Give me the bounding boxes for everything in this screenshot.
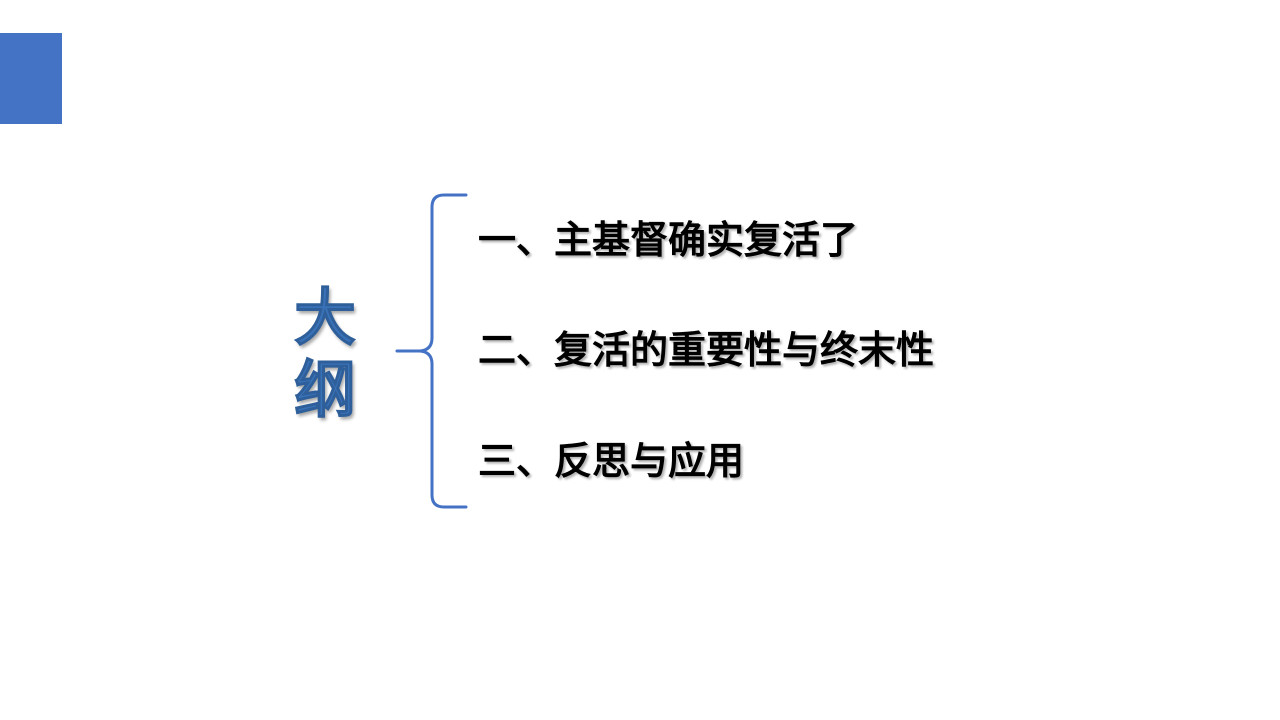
corner-accent-block [0,33,62,124]
outline-list: 一、主基督确实复活了 二、复活的重要性与终末性 三、反思与应用 [478,0,1238,720]
outline-title-char-2: 纲 [293,353,356,426]
outline-title: 大 纲 [286,281,364,426]
curly-brace [395,193,468,509]
outline-title-char-1: 大 [293,281,356,354]
outline-item-1: 一、主基督确实复活了 [478,218,859,262]
outline-item-3: 三、反思与应用 [478,439,745,483]
outline-item-2: 二、复活的重要性与终末性 [478,328,935,372]
